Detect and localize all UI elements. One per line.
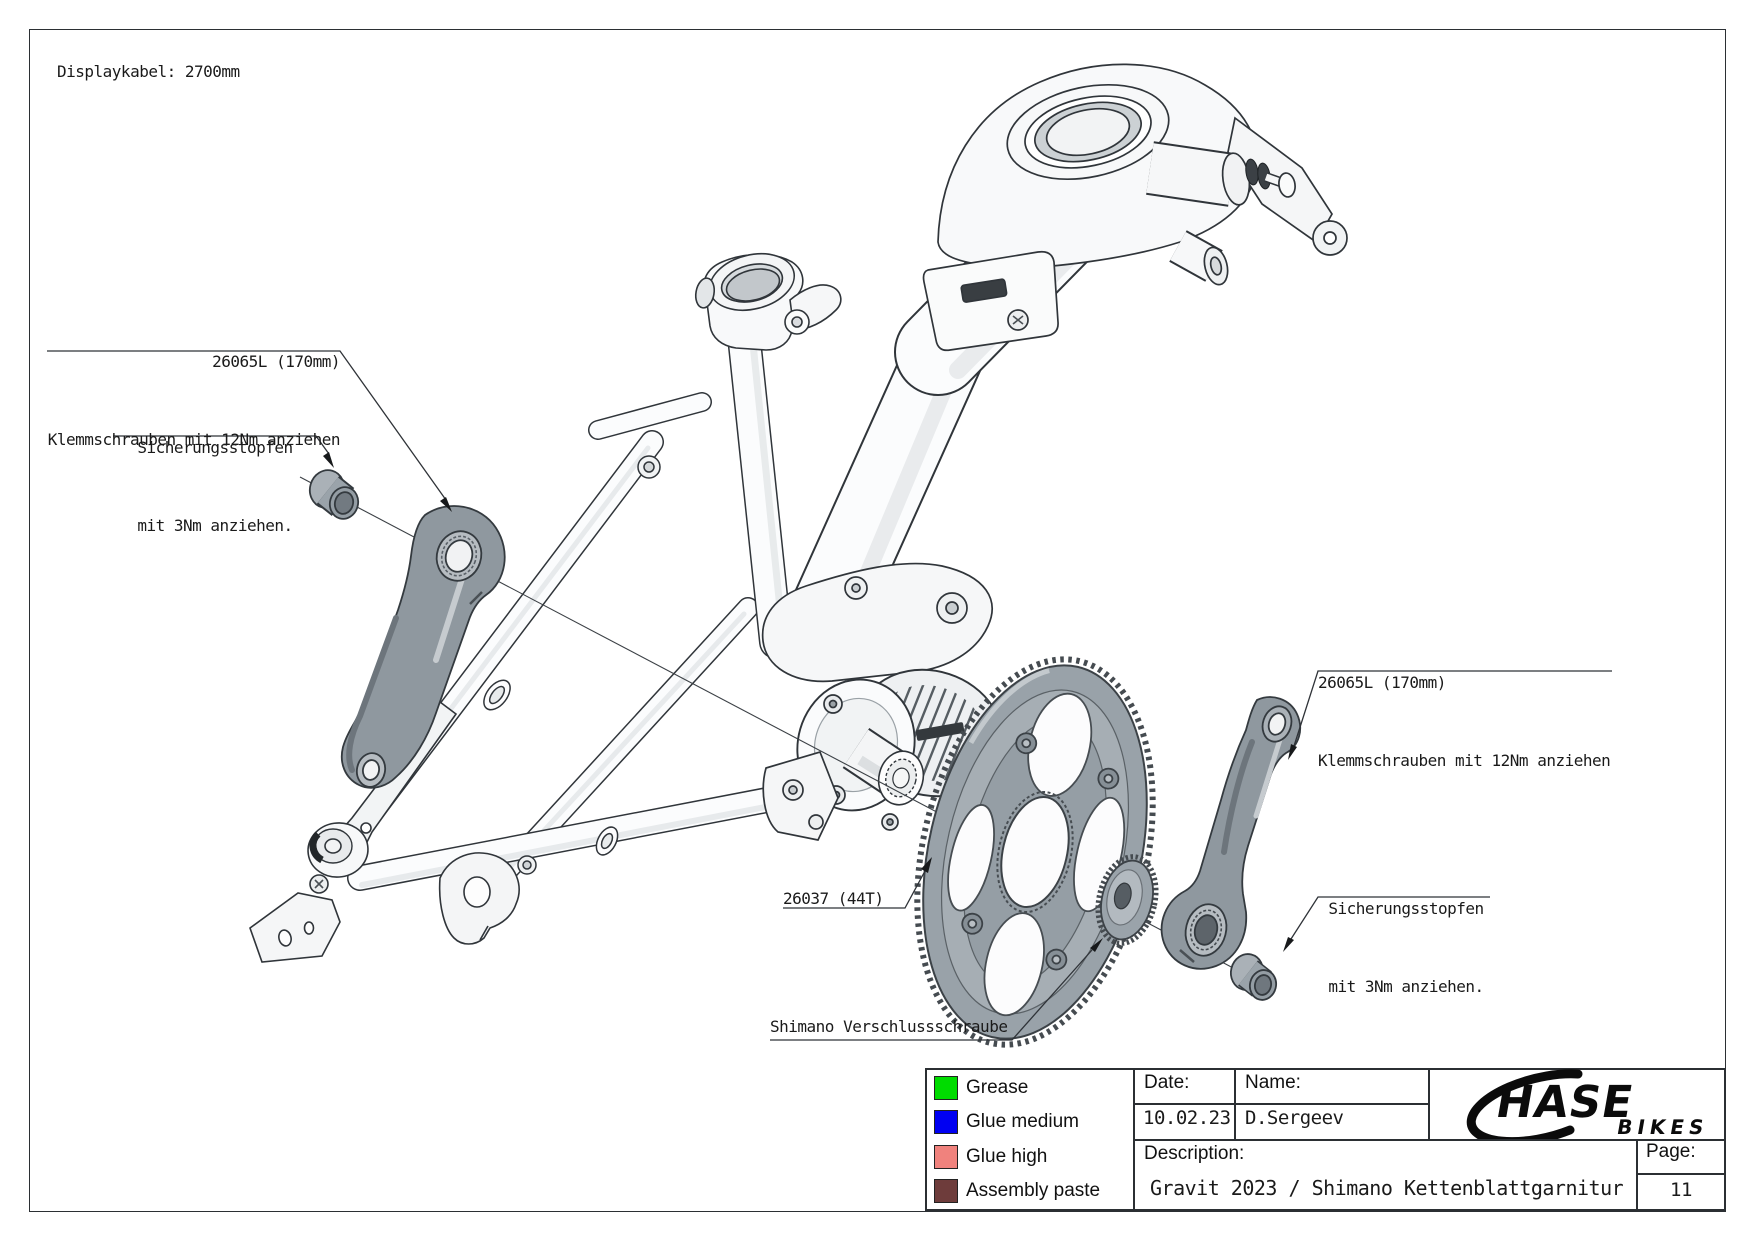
label-plug-left: Sicherungsstopfen mit 3Nm anziehen. bbox=[108, 383, 322, 565]
grease-swatch bbox=[934, 1075, 958, 1100]
label-plug-left-line2: mit 3Nm anziehen. bbox=[137, 516, 293, 535]
logo-word-bikes: BIKES bbox=[1615, 1115, 1710, 1139]
legend-label: Grease bbox=[966, 1076, 1029, 1098]
assembly-paste-swatch bbox=[934, 1179, 958, 1204]
legend: Grease Glue medium Glue high Assembly pa… bbox=[925, 1068, 1133, 1211]
page-number: 11 bbox=[1670, 1179, 1692, 1201]
glue-high-swatch bbox=[934, 1144, 958, 1169]
seatpost-clamp bbox=[694, 253, 842, 351]
note-display-cable: Displaykabel: 2700mm bbox=[57, 62, 240, 81]
title-block-divider bbox=[1636, 1139, 1638, 1211]
glue-medium-swatch bbox=[934, 1110, 958, 1135]
label-plug-right: Sicherungsstopfen mit 3Nm anziehen. bbox=[1318, 844, 1494, 1026]
label-crank-left: 26065L (170mm) Klemmschrauben mit 12Nm a… bbox=[40, 297, 341, 479]
motor-unit bbox=[761, 562, 1004, 841]
crank-arm-right bbox=[1160, 696, 1301, 970]
label-lockring: Shimano Verschlussschraube bbox=[770, 1017, 1008, 1036]
legend-item-assembly-paste: Assembly paste bbox=[925, 1174, 1133, 1208]
lockring-part bbox=[1095, 854, 1159, 946]
label-crank-left-line1: 26065L (170mm) bbox=[212, 352, 340, 371]
leader-arrowheads bbox=[323, 452, 1297, 952]
name-label: Name: bbox=[1245, 1072, 1301, 1093]
motor-brand-plate bbox=[915, 722, 965, 741]
legend-label: Glue medium bbox=[966, 1111, 1079, 1133]
legend-label: Assembly paste bbox=[966, 1180, 1101, 1202]
legend-item-grease: Grease bbox=[925, 1071, 1133, 1105]
legend-item-glue-high: Glue high bbox=[925, 1140, 1133, 1174]
logo-word-hase: HASE bbox=[1492, 1077, 1638, 1128]
label-plug-right-line2: mit 3Nm anziehen. bbox=[1328, 977, 1484, 996]
label-crank-left-line2: Klemmschrauben mit 12Nm anziehen bbox=[47, 430, 341, 449]
legend-item-glue-medium: Glue medium bbox=[925, 1105, 1133, 1139]
cap-right bbox=[1229, 953, 1278, 1001]
crank-arm-left bbox=[340, 505, 506, 789]
label-plug-left-line1: Sicherungsstopfen bbox=[137, 438, 293, 457]
stay-hardware bbox=[483, 455, 661, 875]
brand-logo: HASE BIKES bbox=[1428, 1068, 1726, 1147]
label-crank-right-line2: Klemmschrauben mit 12Nm anziehen bbox=[1318, 751, 1611, 770]
name-value: D.Sergeev bbox=[1245, 1107, 1344, 1129]
title-block-divider bbox=[1428, 1068, 1430, 1139]
title-block-divider bbox=[1636, 1173, 1726, 1175]
title-block-divider bbox=[1133, 1103, 1428, 1105]
date-label: Date: bbox=[1144, 1072, 1190, 1093]
leader-lines bbox=[47, 350, 1612, 1041]
date-value: 10.02.23 bbox=[1143, 1107, 1231, 1129]
legend-label: Glue high bbox=[966, 1145, 1048, 1167]
description-label: Description: bbox=[1144, 1143, 1245, 1164]
description-value: Gravit 2023 / Shimano Kettenblattgarnitu… bbox=[1150, 1176, 1624, 1200]
label-crank-right-line1: 26065L (170mm) bbox=[1318, 673, 1446, 692]
page-label: Page: bbox=[1646, 1141, 1696, 1162]
title-block-divider bbox=[1133, 1139, 1726, 1141]
drawing-frame-border bbox=[29, 29, 1726, 1212]
head-tube-cluster bbox=[922, 63, 1348, 352]
cap-left bbox=[308, 469, 360, 520]
label-plug-right-line1: Sicherungsstopfen bbox=[1328, 899, 1484, 918]
label-chainring: 26037 (44T) bbox=[783, 889, 884, 908]
label-crank-right: 26065L (170mm) Klemmschrauben mit 12Nm a… bbox=[1318, 618, 1628, 800]
chainring bbox=[914, 656, 1156, 1048]
